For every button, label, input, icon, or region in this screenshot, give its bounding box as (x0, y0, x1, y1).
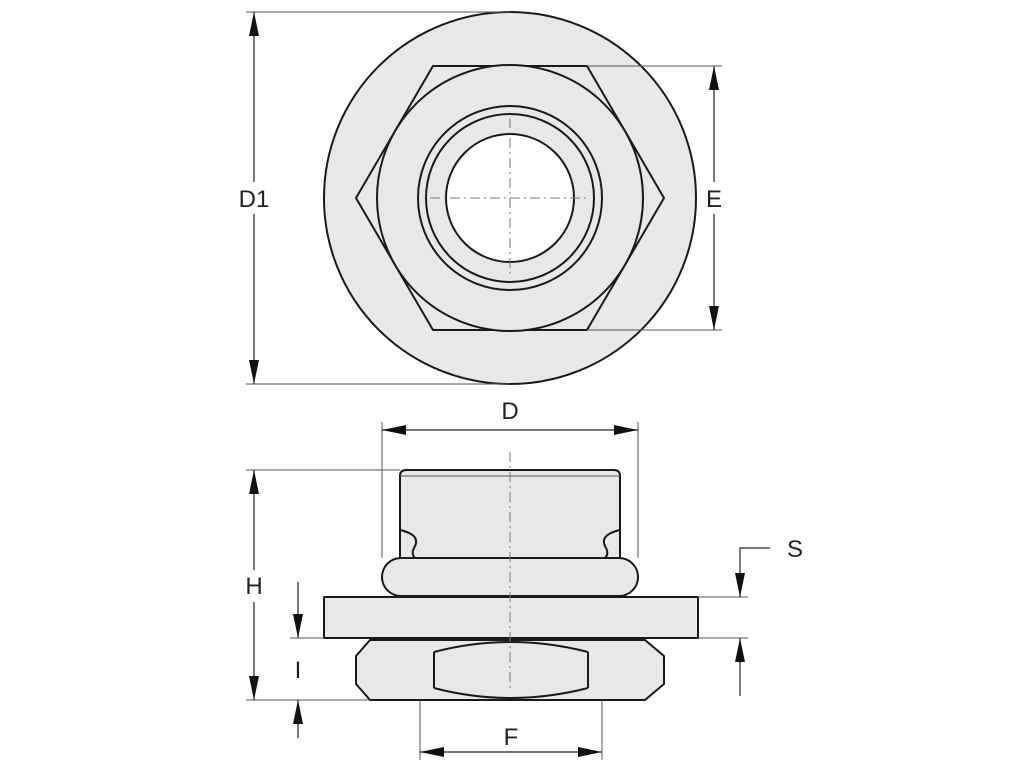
i-arrow-lower (293, 700, 303, 724)
d-label: D (501, 398, 518, 425)
d1-arrow-bottom (249, 360, 259, 384)
d-arrow-left (382, 425, 406, 435)
d1-arrow-top (249, 12, 259, 36)
s-label: S (787, 536, 803, 563)
s-arrow-lower (735, 638, 745, 662)
f-arrow-left (420, 747, 444, 757)
top-view: D1 E (232, 11, 730, 385)
s-leader-upper (739, 547, 770, 597)
flange-plate (323, 596, 699, 639)
h-label: H (245, 573, 262, 600)
i-arrow-upper (293, 614, 303, 638)
h-label-bg (238, 570, 270, 602)
h-arrow-bottom (249, 676, 259, 700)
e-arrow-bottom (709, 306, 719, 330)
e-arrow-top (709, 66, 719, 90)
h-arrow-top (249, 470, 259, 494)
e-label: E (706, 186, 722, 213)
d1-label-bg (232, 182, 276, 214)
f-label: F (504, 724, 519, 751)
thread-ring-outer (417, 105, 603, 291)
d1-label: D1 (239, 186, 270, 213)
s-arrow-upper (735, 573, 745, 597)
e-label-bg (698, 182, 730, 214)
hex-nut (355, 639, 665, 701)
hex-face-curves (433, 641, 589, 699)
side-view: D H I F S (238, 398, 803, 760)
d-arrow-right (614, 425, 638, 435)
thread-ring-inner (425, 113, 595, 283)
i-label: I (295, 657, 302, 684)
f-arrow-right (578, 747, 602, 757)
